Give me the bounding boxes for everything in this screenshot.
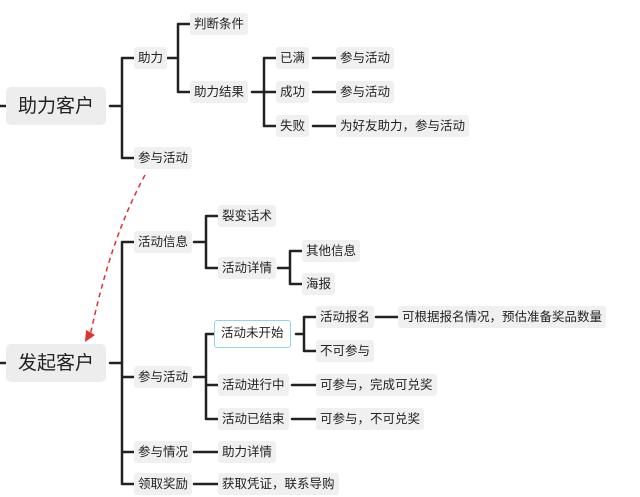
root-help-customer[interactable]: 助力客户 — [6, 87, 107, 125]
node-viral-script[interactable]: 裂变话术 — [218, 205, 277, 227]
node-help[interactable]: 助力 — [134, 47, 168, 69]
root-launch-customer[interactable]: 发起客户 — [6, 344, 107, 382]
node-in-progress[interactable]: 活动进行中 — [218, 374, 289, 396]
node-full-action[interactable]: 参与活动 — [336, 47, 395, 69]
node-ended[interactable]: 活动已结束 — [218, 408, 289, 430]
node-help-result[interactable]: 助力结果 — [190, 81, 249, 103]
node-claim-reward[interactable]: 领取奖励 — [134, 473, 193, 495]
node-participation-status[interactable]: 参与情况 — [134, 441, 193, 463]
node-signup[interactable]: 活动报名 — [316, 306, 375, 328]
node-success-action[interactable]: 参与活动 — [336, 81, 395, 103]
node-fail[interactable]: 失败 — [276, 115, 310, 137]
node-activity-details[interactable]: 活动详情 — [218, 257, 277, 279]
node-poster[interactable]: 海报 — [302, 273, 336, 295]
node-cannot-join[interactable]: 不可参与 — [316, 340, 375, 362]
node-activity-info[interactable]: 活动信息 — [134, 231, 193, 253]
node-success[interactable]: 成功 — [276, 81, 310, 103]
arrow-head-icon — [85, 330, 95, 342]
node-fail-action[interactable]: 为好友助力，参与活动 — [336, 115, 470, 137]
dashed-arrow — [89, 174, 146, 337]
node-claim-note[interactable]: 获取凭证，联系导购 — [218, 473, 339, 495]
node-ended-note[interactable]: 可参与，不可兑奖 — [316, 408, 425, 430]
node-help-details[interactable]: 助力详情 — [218, 441, 277, 463]
node-other-info[interactable]: 其他信息 — [302, 240, 361, 262]
node-not-started[interactable]: 活动未开始 — [214, 320, 291, 348]
node-join-activity[interactable]: 参与活动 — [134, 147, 193, 169]
node-participate-activity[interactable]: 参与活动 — [134, 366, 193, 388]
node-in-progress-note[interactable]: 可参与，完成可兑奖 — [316, 374, 437, 396]
node-signup-note[interactable]: 可根据报名情况，预估准备奖品数量 — [398, 306, 607, 328]
node-judge-conditions[interactable]: 判断条件 — [190, 13, 249, 35]
node-full[interactable]: 已满 — [276, 47, 310, 69]
